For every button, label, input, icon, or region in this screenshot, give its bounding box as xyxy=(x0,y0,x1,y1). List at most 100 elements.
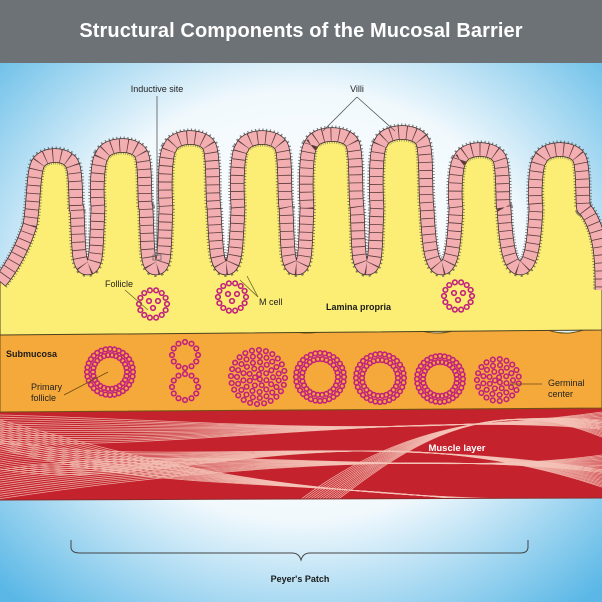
label-villi: Villi xyxy=(350,84,364,94)
muscle-fibers xyxy=(0,411,602,500)
lymphocyte xyxy=(333,390,341,398)
lymphocyte xyxy=(188,363,195,370)
lymphocyte xyxy=(194,383,202,391)
lymphocyte xyxy=(162,294,169,302)
lymphocyte xyxy=(503,373,510,380)
lymphocyte xyxy=(483,394,490,401)
lymphocyte xyxy=(188,395,195,402)
lymphocyte xyxy=(141,311,148,319)
lymphocyte xyxy=(170,358,177,365)
lymphocyte xyxy=(275,370,282,377)
lymphocyte xyxy=(249,353,256,360)
lymphocyte xyxy=(225,280,232,287)
mucosal-barrier-illustration: Inductive site Villi Follicle M cell Lam… xyxy=(0,63,602,602)
muscle-fiber xyxy=(0,446,602,500)
label-germinal-center-1: Germinal xyxy=(548,378,585,388)
lymphocyte xyxy=(158,311,165,319)
lymphocyte xyxy=(269,350,276,358)
lymphocyte xyxy=(145,297,153,305)
lymphocyte xyxy=(256,359,264,366)
lymphocyte xyxy=(149,304,157,312)
lymphocyte xyxy=(273,363,280,371)
lymphocyte xyxy=(193,377,200,384)
label-muscle-layer: Muscle layer xyxy=(428,443,485,454)
lymphocyte xyxy=(467,286,474,294)
lymphocyte xyxy=(453,371,460,379)
lymphocyte xyxy=(486,380,493,387)
lymphocyte xyxy=(489,356,496,363)
m-cell-leader-2 xyxy=(246,275,259,298)
lymphocyte xyxy=(299,356,307,364)
lymphocyte xyxy=(256,352,263,360)
lymphocyte xyxy=(483,359,490,366)
lymphocyte xyxy=(281,374,289,382)
label-peyers-patch: Peyer's Patch xyxy=(271,574,330,584)
lymphocyte xyxy=(296,360,304,367)
lymphocyte xyxy=(467,298,474,306)
lymphocyte xyxy=(224,290,232,298)
lymphocyte xyxy=(478,363,485,371)
lymphocyte xyxy=(496,379,503,386)
lymphocyte xyxy=(468,292,476,300)
lymphocyte xyxy=(451,279,458,286)
lymphocyte xyxy=(489,390,496,398)
lymphocyte xyxy=(475,383,482,390)
lymphocyte xyxy=(394,370,401,377)
label-primary-follicle-2: follicle xyxy=(31,393,56,403)
lymphocyte xyxy=(263,361,270,368)
lymphocyte xyxy=(277,388,285,395)
villi-leader-right xyxy=(356,96,396,132)
diagram-title: Structural Components of the Mucosal Bar… xyxy=(79,20,523,42)
lymphocyte xyxy=(273,393,280,400)
label-submucosa: Submucosa xyxy=(6,349,58,359)
lymphocyte xyxy=(486,373,493,380)
peyers-patch-bracket xyxy=(70,540,529,562)
lymphocyte xyxy=(170,377,177,384)
lymphocyte xyxy=(137,294,144,302)
lymphocyte xyxy=(129,364,136,371)
lymphocyte xyxy=(260,400,268,407)
lymphocyte xyxy=(220,282,227,290)
epithelial-cells xyxy=(0,126,602,290)
lymphocyte xyxy=(170,390,177,397)
lymphocyte xyxy=(231,359,239,366)
lymphocyte xyxy=(280,381,287,388)
lymphoid-follicles xyxy=(83,279,522,408)
lymphocyte xyxy=(274,355,281,362)
lymphocyte xyxy=(489,362,497,369)
lymphocyte xyxy=(263,354,270,361)
follicle-leader xyxy=(124,289,149,311)
lymphocyte xyxy=(237,304,244,312)
lymphocyte xyxy=(263,386,270,393)
lymphocyte xyxy=(503,396,510,403)
lymphocyte xyxy=(463,303,470,311)
lymphocyte xyxy=(232,307,239,314)
lymphocyte xyxy=(256,394,263,402)
lymphocyte xyxy=(163,300,171,308)
lymphocyte xyxy=(256,388,263,396)
lymphocyte xyxy=(146,314,153,321)
title-bar: Structural Components of the Mucosal Bar… xyxy=(0,0,602,63)
epithelium xyxy=(0,123,602,290)
lymphocyte xyxy=(442,298,449,306)
lymphocyte xyxy=(193,390,200,397)
lymphocyte xyxy=(268,367,275,374)
lymphocyte xyxy=(483,366,491,373)
lymphocyte xyxy=(241,287,248,295)
lymphocyte xyxy=(216,287,223,295)
lymphocyte xyxy=(515,373,522,380)
lymphocyte xyxy=(273,383,280,391)
lymphocyte xyxy=(491,385,498,392)
lymphocyte xyxy=(233,373,241,381)
lymphocyte xyxy=(393,357,401,365)
lymphocyte xyxy=(235,392,242,399)
lymphocyte xyxy=(256,376,263,383)
lymphocyte xyxy=(396,388,404,395)
lymphocyte xyxy=(243,383,250,390)
lymphocyte xyxy=(246,377,253,384)
muscle-layer xyxy=(0,408,602,501)
lymphocyte xyxy=(225,307,232,314)
lymphocyte xyxy=(137,306,144,314)
lymphocyte xyxy=(480,373,487,380)
